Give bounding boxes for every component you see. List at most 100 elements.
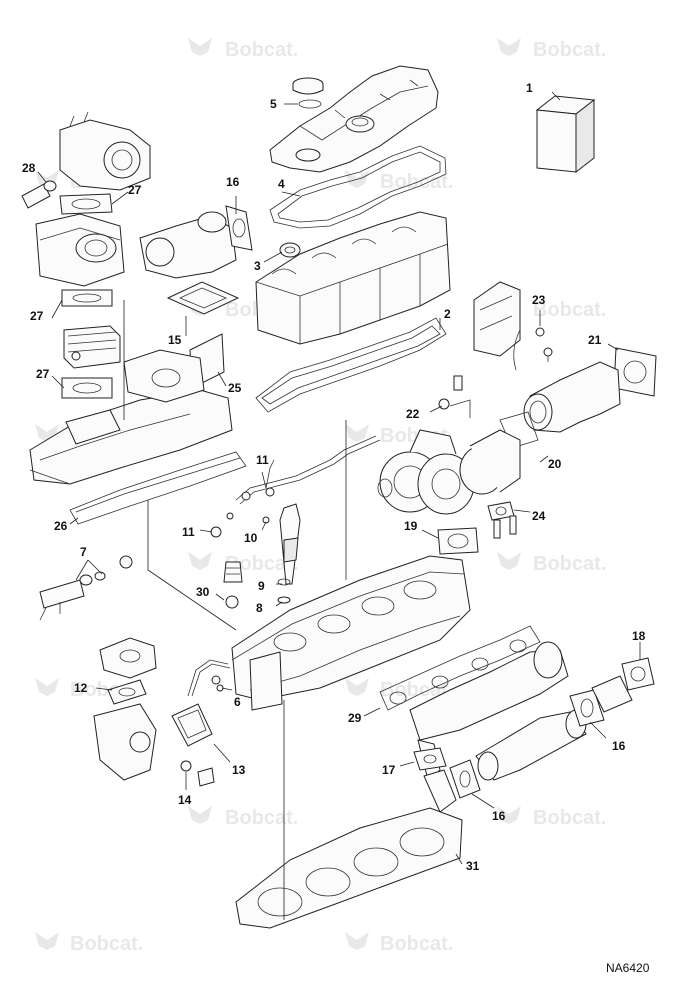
watermark-text: Bobcat. bbox=[533, 553, 606, 575]
egr-tube bbox=[475, 709, 587, 781]
part-13-cover-gasket bbox=[171, 703, 213, 747]
part-28-sensor bbox=[21, 180, 57, 209]
part-27-gasket-top bbox=[59, 193, 113, 215]
part-14-sensor bbox=[180, 760, 215, 787]
watermark-text: Bobcat. bbox=[533, 39, 606, 61]
part-29-exhaust-gasket bbox=[379, 625, 541, 711]
watermark-16: Bobcat. bbox=[345, 932, 453, 955]
watermark-text: Bobcat. bbox=[380, 933, 453, 955]
callout-30: 30 bbox=[196, 585, 210, 599]
watermark-12: Bobcat. bbox=[345, 678, 453, 701]
part-20-exhaust-elbow bbox=[499, 361, 621, 449]
callout-26: 26 bbox=[54, 519, 68, 533]
watermark-text: Bobcat. bbox=[533, 807, 606, 829]
watermark-2: Bobcat. bbox=[497, 38, 606, 61]
rocker-housing bbox=[255, 211, 451, 345]
part-15-gasket bbox=[166, 281, 240, 315]
callout-5: 5 bbox=[270, 97, 277, 111]
callout-10: 10 bbox=[244, 531, 258, 545]
part-27-gasket-mid bbox=[61, 289, 113, 307]
document-id: NA6420 bbox=[606, 961, 650, 975]
callout-11-left: 11 bbox=[182, 525, 195, 539]
callout-27-mid: 27 bbox=[30, 309, 44, 323]
egr-cooler-block bbox=[63, 325, 121, 369]
callout-16-top: 16 bbox=[226, 175, 240, 189]
callout-22: 22 bbox=[406, 407, 420, 421]
egr-valve bbox=[35, 213, 125, 287]
throttle-body-top bbox=[59, 111, 151, 191]
callout-3: 3 bbox=[254, 259, 261, 273]
callout-18: 18 bbox=[632, 629, 646, 643]
injector-lines bbox=[210, 435, 381, 538]
callout-21: 21 bbox=[588, 333, 602, 347]
callout-28: 28 bbox=[22, 161, 36, 175]
part-6-fittings bbox=[187, 659, 231, 697]
leader-lines bbox=[37, 91, 641, 920]
watermark-text: Bobcat. bbox=[70, 933, 143, 955]
callout-16-bottom: 16 bbox=[492, 809, 506, 823]
part-19-gasket bbox=[437, 527, 479, 555]
valve-cover bbox=[269, 65, 439, 173]
exhaust-manifold bbox=[409, 641, 569, 781]
callout-17: 17 bbox=[382, 763, 396, 777]
watermark-text: Bobcat. bbox=[380, 679, 453, 701]
callout-20: 20 bbox=[548, 457, 562, 471]
fuel-injector bbox=[277, 503, 301, 604]
part-17-gasket bbox=[413, 747, 447, 771]
exhaust-elbow-lower bbox=[423, 769, 457, 813]
callout-1: 1 bbox=[526, 81, 533, 95]
callout-24: 24 bbox=[532, 509, 546, 523]
callout-16-right: 16 bbox=[612, 739, 626, 753]
part-16-gasket-lower bbox=[449, 759, 481, 799]
callout-29: 29 bbox=[348, 711, 362, 725]
intake-actuator-16 bbox=[139, 205, 253, 279]
watermark-text: Bobcat. bbox=[225, 553, 298, 575]
watermark-15: Bobcat. bbox=[35, 932, 143, 955]
watermark-text: Bobcat. bbox=[225, 39, 298, 61]
watermark-text: Bobcat. bbox=[380, 171, 453, 193]
callout-25: 25 bbox=[228, 381, 242, 395]
part-7-valve-assembly bbox=[39, 555, 133, 621]
callout-6: 6 bbox=[234, 695, 241, 709]
part-23-bracket-bolts bbox=[473, 281, 553, 371]
watermark-1: Bobcat. bbox=[188, 38, 298, 61]
callout-23: 23 bbox=[532, 293, 546, 307]
callout-31: 31 bbox=[466, 859, 480, 873]
turbocharger bbox=[377, 429, 521, 515]
callout-4: 4 bbox=[278, 177, 285, 191]
callout-27-low: 27 bbox=[36, 367, 50, 381]
part-24-gasket-bolts bbox=[487, 501, 517, 539]
callout-15: 15 bbox=[168, 333, 182, 347]
callout-7: 7 bbox=[80, 545, 87, 559]
egr-flange bbox=[591, 675, 633, 713]
callout-2: 2 bbox=[444, 307, 451, 321]
callout-8: 8 bbox=[256, 601, 263, 615]
watermark-text: Bobcat. bbox=[533, 299, 606, 321]
part-26-manifold-gasket bbox=[69, 451, 247, 525]
part-3-seal bbox=[279, 242, 301, 258]
part-2-rocker-gasket bbox=[255, 317, 447, 413]
part-26-intake-manifold bbox=[29, 349, 233, 485]
callout-11-top: 11 bbox=[256, 453, 269, 467]
part-16-gasket-right bbox=[569, 689, 605, 727]
callout-14: 14 bbox=[178, 793, 192, 807]
part-4-valve-cover-gasket bbox=[269, 145, 447, 229]
part-27-gasket-low bbox=[61, 377, 113, 399]
cylinder-head bbox=[231, 555, 471, 711]
callout-19: 19 bbox=[404, 519, 418, 533]
watermark-10: Bobcat. bbox=[497, 552, 606, 575]
watermark-9: Bobcat. bbox=[188, 552, 298, 575]
part-18-gasket bbox=[621, 657, 655, 691]
callout-9: 9 bbox=[258, 579, 265, 593]
watermark-13: Bobcat. bbox=[188, 806, 298, 829]
part-5-oil-cap bbox=[292, 77, 324, 109]
part-30-spring-valve bbox=[223, 561, 243, 609]
part-1-gasket-kit-box bbox=[535, 95, 596, 174]
callout-13: 13 bbox=[232, 763, 246, 777]
callouts: 1 2 3 4 5 6 7 8 9 10 11 11 12 13 14 15 1… bbox=[22, 81, 646, 873]
watermark-text: Bobcat. bbox=[225, 807, 298, 829]
part-21-gasket bbox=[613, 347, 657, 397]
callout-12: 12 bbox=[74, 681, 88, 695]
part-12-thermostat-housing bbox=[93, 637, 157, 781]
